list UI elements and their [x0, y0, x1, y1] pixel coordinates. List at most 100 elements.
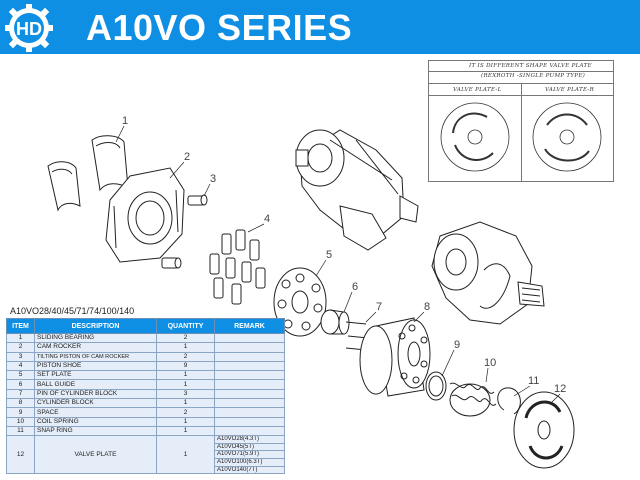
item-cell: 3 — [6, 351, 35, 362]
column-header-quantity: QUANTITY — [156, 318, 215, 334]
description-cell: CYLINDER BLOCK — [34, 398, 157, 409]
valve-plate-r-figure — [532, 102, 602, 172]
exploded-view-drawing: 1 2 3 4 5 6 7 8 9 10 11 12 — [47, 115, 575, 469]
description-cell: SPACE — [34, 407, 157, 418]
callout-4: 4 — [264, 213, 270, 225]
valve-note-divider — [429, 71, 613, 72]
description-cell: VALVE PLATE — [34, 435, 157, 475]
quantity-cell: 1 — [156, 425, 215, 437]
valve-plate-note-box: IT IS DIFFERENT SHAPE VALVE PLATE (REXRO… — [428, 60, 614, 182]
valve-note-line1: IT IS DIFFERENT SHAPE VALVE PLATE — [469, 63, 592, 69]
callout-8: 8 — [424, 301, 430, 313]
description-cell: TILTING PISTON OF CAM ROCKER — [34, 351, 157, 362]
valve-plate-l-label: VALVE PLATE-L — [453, 87, 502, 93]
description-cell: PIN OF CYLINDER BLOCK — [34, 388, 157, 400]
quantity-cell: 1 — [156, 379, 215, 390]
quantity-cell: 1 — [156, 370, 215, 381]
quantity-cell: 2 — [156, 351, 215, 362]
quantity-cell: 3 — [156, 388, 215, 400]
remark-cell — [214, 332, 285, 344]
remark-line: A10VO45(5T) — [215, 444, 284, 452]
remark-cell — [214, 342, 285, 353]
item-cell: 8 — [6, 398, 35, 409]
quantity-cell: 1 — [156, 435, 215, 475]
valve-note-divider — [429, 95, 613, 96]
callout-1: 1 — [122, 115, 128, 127]
ball-guide-drawing — [320, 309, 350, 335]
quantity-cell: 1 — [156, 416, 215, 427]
remark-line: A10VO71(5.9T) — [215, 451, 284, 460]
quantity-cell: 2 — [156, 332, 215, 344]
description-cell: SET PLATE — [34, 370, 157, 381]
callout-6: 6 — [352, 281, 358, 293]
item-cell: 2 — [6, 342, 35, 353]
item-cell: 9 — [6, 407, 35, 418]
remark-cell — [214, 379, 285, 390]
description-cell: SLIDING BEARING — [34, 332, 157, 344]
piston-shoe-drawing — [209, 229, 266, 305]
description-cell: PISTON SHOE — [34, 360, 157, 372]
port-plate-assembly-drawing — [431, 221, 545, 325]
valve-plate-r-label: VALVE PLATE-R — [545, 87, 595, 93]
remark-line: A10VO100(6.3T) — [215, 459, 284, 467]
hd-logo-icon: HD — [5, 4, 53, 52]
remark-cell — [214, 425, 285, 437]
column-header-remark: REMARK — [214, 318, 285, 334]
column-header-description: DESCRIPTION — [34, 318, 157, 334]
quantity-cell: 1 — [156, 398, 215, 409]
remark-cell — [214, 416, 285, 427]
callout-2: 2 — [184, 151, 190, 163]
item-cell: 1 — [6, 332, 35, 344]
table-row: 12 VALVE PLATE 1 A10VO28(4.3T) A10VO45(5… — [6, 435, 285, 475]
valve-plate-l-figure — [440, 102, 510, 172]
description-cell: SNAP RING — [34, 425, 157, 437]
remark-cell — [214, 351, 285, 362]
column-header-item: ITEM — [6, 318, 35, 334]
leader-lines — [115, 125, 561, 403]
callout-10: 10 — [484, 357, 496, 369]
callout-11: 11 — [528, 375, 539, 387]
valve-note-line2: (REXROTH -SINGLE PUMP TYPE) — [481, 73, 586, 79]
item-cell: 6 — [6, 379, 35, 390]
remark-cell — [214, 388, 285, 400]
set-plate-drawing — [273, 267, 327, 337]
description-cell: BALL GUIDE — [34, 379, 157, 390]
item-cell: 5 — [6, 370, 35, 381]
item-cell: 12 — [6, 435, 35, 475]
callout-3: 3 — [210, 173, 216, 185]
snap-ring-drawing — [497, 387, 521, 415]
callout-9: 9 — [454, 339, 460, 351]
description-cell: COIL SPRING — [34, 416, 157, 427]
remark-cell — [214, 407, 285, 418]
valve-note-divider — [521, 83, 522, 181]
item-cell: 7 — [6, 388, 35, 400]
item-cell: 11 — [6, 425, 35, 437]
cylinder-block-drawing — [359, 317, 431, 397]
valve-plate-drawing — [513, 391, 575, 469]
cam-rocker-drawing — [105, 167, 185, 263]
pump-housing-drawing — [295, 129, 419, 251]
page-title: A10VO SERIES — [86, 7, 353, 48]
item-cell: 10 — [6, 416, 35, 427]
table-title: A10VO28/40/45/71/74/100/140 — [10, 306, 135, 316]
description-cell: CAM ROCKER — [34, 342, 157, 353]
coil-spring-drawing — [449, 382, 497, 417]
table-header-row: ITEM DESCRIPTION QUANTITY REMARK — [6, 318, 285, 334]
logo-text: HD — [16, 19, 42, 39]
space-ring-drawing — [425, 371, 447, 401]
callout-5: 5 — [326, 249, 332, 261]
quantity-cell: 2 — [156, 407, 215, 418]
tilting-piston-drawing — [161, 194, 208, 269]
header-bar: HD A10VO SERIES — [0, 0, 640, 54]
remark-line: A10VO28(4.3T) — [215, 437, 284, 444]
